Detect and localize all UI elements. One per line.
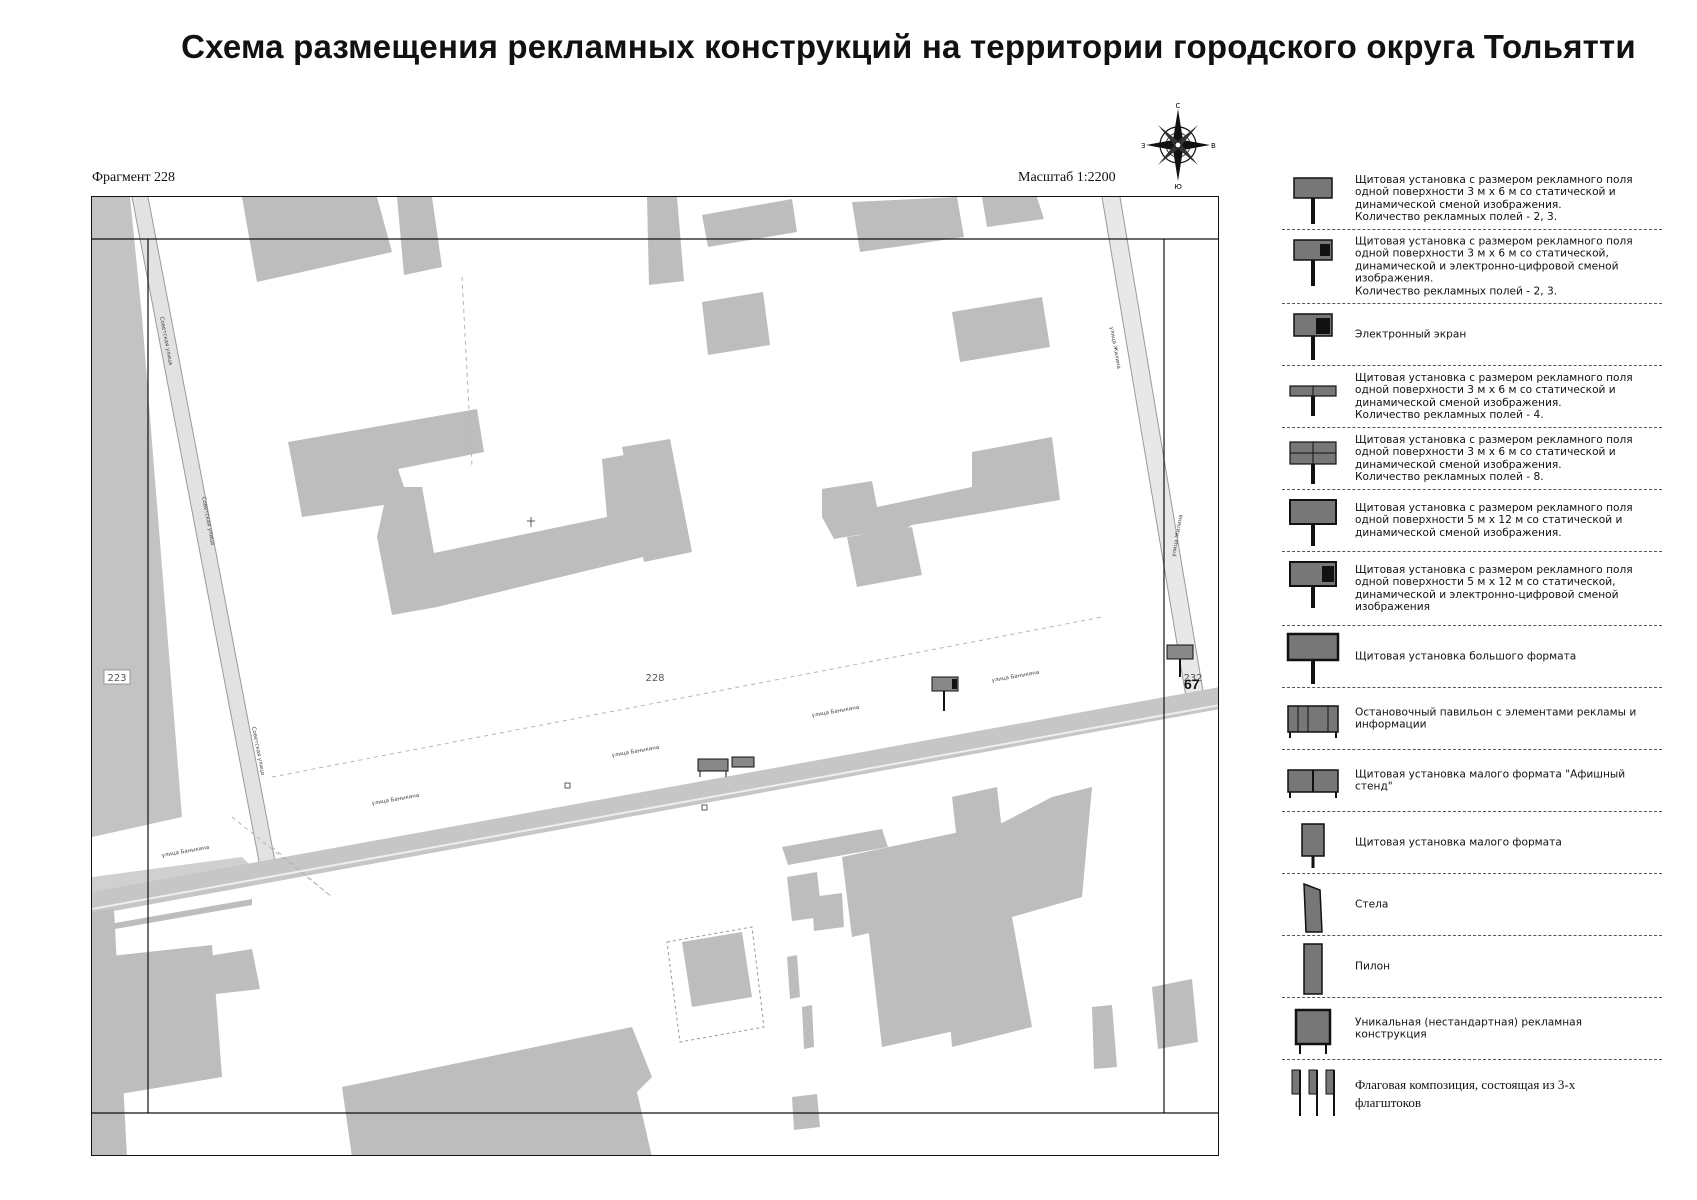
page-title: Схема размещения рекламных конструкций н…: [181, 28, 1636, 65]
map-area[interactable]: 223 228 232 Советская улица Советская ул…: [91, 196, 1219, 1156]
street-label: улица Баныкина: [161, 845, 209, 859]
legend-item: Щитовая установка с размером рекламного …: [1282, 490, 1662, 552]
legend-text: Остановочный павильон с элементами рекла…: [1355, 705, 1637, 731]
fragment-label: Фрагмент 228: [92, 170, 176, 185]
poster-stand-icon: [1287, 769, 1339, 798]
legend-item: Щитовая установка с размером рекламного …: [1282, 168, 1662, 230]
legend-item: Щитовая установка с размером рекламного …: [1282, 230, 1662, 304]
legend-text: Щитовая установка с размером рекламного …: [1355, 371, 1633, 422]
zone-label-228: 228: [645, 673, 664, 684]
legend-text: Стела: [1355, 898, 1389, 911]
unique-construction-icon: [1294, 1008, 1332, 1054]
street-label: улица Баныкина: [371, 793, 419, 807]
ad-marker-67[interactable]: [1166, 644, 1194, 677]
legend-item: Остановочный павильон с элементами рекла…: [1282, 688, 1662, 750]
legend-text: Щитовая установка с размером рекламного …: [1355, 433, 1633, 484]
marker-number-67: 67: [1184, 676, 1200, 692]
zone-label-223: 223: [107, 673, 126, 684]
zone-label-232: 232: [1183, 673, 1202, 684]
street-label: улица Баныкина: [991, 670, 1039, 684]
compass-east-label: В: [1211, 142, 1216, 150]
legend-text: Щитовая установка с размером рекламного …: [1355, 173, 1633, 224]
street-label: улица Жилина: [1108, 326, 1121, 369]
billboard-5x12-icon: [1289, 499, 1337, 546]
legend-item: Электронный экран: [1282, 304, 1662, 366]
property-lines: [231, 276, 1103, 898]
pylon-icon: [1303, 943, 1323, 995]
electronic-screen-icon: [1293, 313, 1333, 360]
legend: Щитовая установка с размером рекламного …: [1282, 168, 1662, 1128]
left-block: [92, 197, 252, 897]
legend-text: Щитовая установка с размером рекламного …: [1355, 235, 1633, 298]
billboard-4-fields-icon: [1289, 385, 1337, 416]
small-format-billboard-icon: [1301, 823, 1325, 868]
flag-composition-icon: [1291, 1069, 1335, 1116]
legend-text: Пилон: [1355, 960, 1391, 973]
legend-text: Флаговая композиция, состоящая из 3-х фл…: [1355, 1077, 1576, 1110]
zhilina-street: [1101, 197, 1205, 698]
legend-text: Электронный экран: [1355, 328, 1467, 341]
billboard-3x6-digital-icon: [1293, 239, 1333, 286]
scale-label: Масштаб 1:2200: [1018, 170, 1116, 185]
legend-item: Стела: [1282, 874, 1662, 936]
compass-west-label: З: [1141, 142, 1146, 150]
legend-text: Щитовая установка с размером рекламного …: [1355, 501, 1633, 539]
legend-text: Щитовая установка малого формата: [1355, 836, 1562, 849]
legend-item: Щитовая установка малого формата "Афишны…: [1282, 750, 1662, 812]
bus-stop-pavilion-icon: [1287, 705, 1339, 738]
compass-rose-icon: С Ю З В: [1141, 102, 1216, 190]
legend-item: Щитовая установка малого формата: [1282, 812, 1662, 874]
billboard-3x6-icon: [1293, 177, 1333, 224]
legend-item: Щитовая установка с размером рекламного …: [1282, 366, 1662, 428]
map-symbols: [527, 517, 708, 811]
billboard-8-fields-icon: [1289, 441, 1337, 484]
ad-marker-bus-stop[interactable]: [697, 756, 755, 777]
street-label: улица Баныкина: [611, 745, 659, 759]
ad-marker-billboard[interactable]: [931, 676, 959, 711]
legend-text: Щитовая установка малого формата "Афишны…: [1355, 767, 1626, 793]
street-label: улица Баныкина: [811, 705, 859, 719]
legend-item: Уникальная (нестандартная) рекламная кон…: [1282, 998, 1662, 1060]
legend-text: Уникальная (нестандартная) рекламная кон…: [1355, 1015, 1583, 1041]
sovetskaya-street: [131, 197, 279, 878]
legend-text: Щитовая установка большого формата: [1355, 650, 1577, 663]
legend-item: Пилон: [1282, 936, 1662, 998]
legend-item: Щитовая установка с размером рекламного …: [1282, 552, 1662, 626]
legend-item: Щитовая установка большого формата: [1282, 626, 1662, 688]
legend-text: Щитовая установка с размером рекламного …: [1355, 563, 1633, 614]
compass-north-label: С: [1176, 102, 1181, 110]
fragment-grid: [92, 238, 1218, 1114]
buildings: [92, 197, 1198, 1155]
stele-icon: [1303, 882, 1323, 933]
plaza-outline: [666, 926, 765, 1043]
legend-item: Щитовая установка с размером рекламного …: [1282, 428, 1662, 490]
billboard-5x12-digital-icon: [1289, 561, 1337, 608]
compass-south-label: Ю: [1174, 183, 1182, 190]
banykina-street: [92, 687, 1218, 933]
legend-item: Флаговая композиция, состоящая из 3-х фл…: [1282, 1060, 1662, 1128]
large-format-billboard-icon: [1286, 632, 1340, 684]
map-canvas[interactable]: 223 228 232 Советская улица Советская ул…: [92, 197, 1219, 1156]
